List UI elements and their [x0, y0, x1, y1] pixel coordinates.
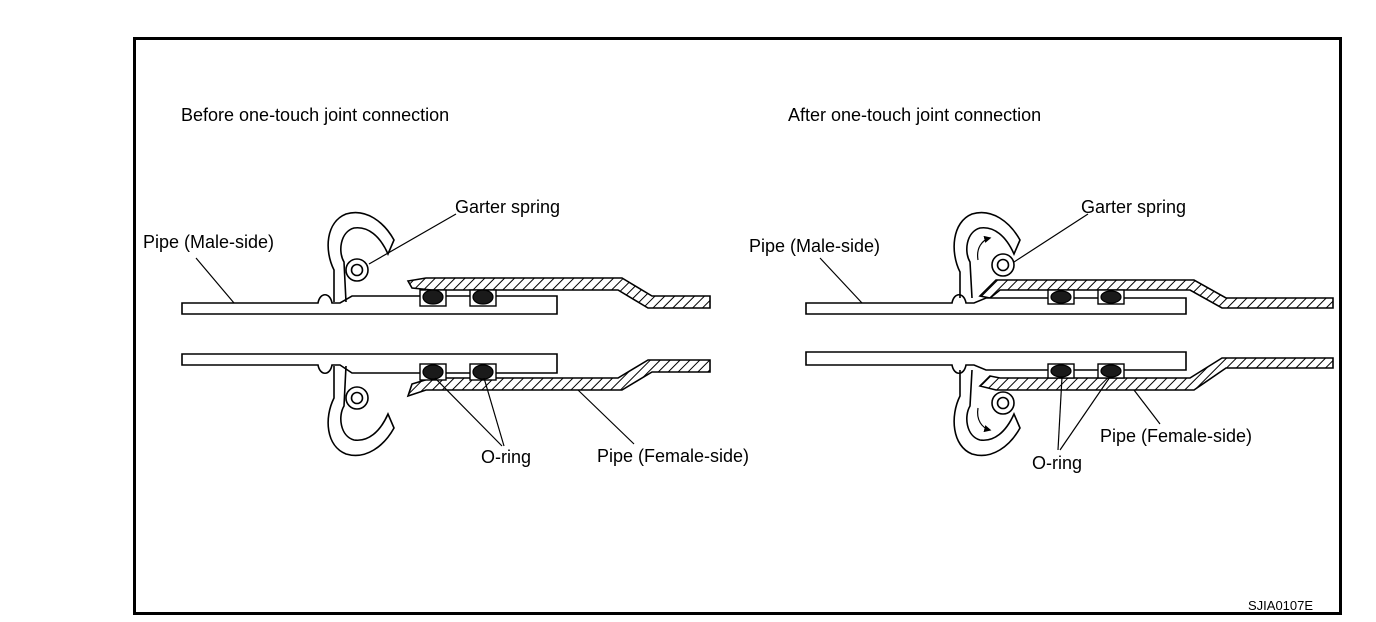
male-pipe-lower: [805, 351, 1187, 375]
o-ring: [1100, 364, 1122, 378]
spring-cage-lower: [953, 369, 1021, 457]
figure-code: SJIA0107E: [1248, 598, 1313, 613]
male-pipe-upper: [805, 293, 1187, 315]
garter-spring-label: Garter spring: [455, 197, 560, 217]
spring-cage-upper: [953, 211, 1021, 299]
male-pipe-lower: [181, 353, 558, 375]
o-ring: [422, 364, 444, 380]
figure-frame: [133, 37, 1342, 615]
rotation-arrow-icon: [977, 407, 992, 433]
o-ring: [472, 289, 494, 305]
o-ring: [1050, 290, 1072, 304]
spring-cage-lower: [327, 365, 395, 457]
rotation-arrow-icon: [977, 235, 992, 261]
o-ring-label: O-ring: [1032, 453, 1082, 473]
female-pipe-lower: [978, 357, 1334, 391]
male-pipe-upper: [181, 293, 558, 315]
garter-spring-label: Garter spring: [1081, 197, 1186, 217]
pipe-female-label: Pipe (Female-side): [597, 446, 749, 466]
pipe-female-label: Pipe (Female-side): [1100, 426, 1252, 446]
o-ring: [1100, 290, 1122, 304]
after-panel: After one-touch joint connection: [749, 105, 1334, 473]
o-ring: [1050, 364, 1072, 378]
o-ring: [422, 289, 444, 305]
after-heading: After one-touch joint connection: [788, 105, 1041, 125]
before-panel: Before one-touch joint connection: [143, 105, 749, 467]
pipe-male-label: Pipe (Male-side): [143, 232, 274, 252]
o-ring: [472, 364, 494, 380]
o-ring-label: O-ring: [481, 447, 531, 467]
before-heading: Before one-touch joint connection: [181, 105, 449, 125]
female-pipe-upper: [978, 279, 1334, 309]
female-pipe-lower: [406, 359, 711, 398]
spring-cage-upper: [327, 211, 395, 303]
pipe-male-label: Pipe (Male-side): [749, 236, 880, 256]
